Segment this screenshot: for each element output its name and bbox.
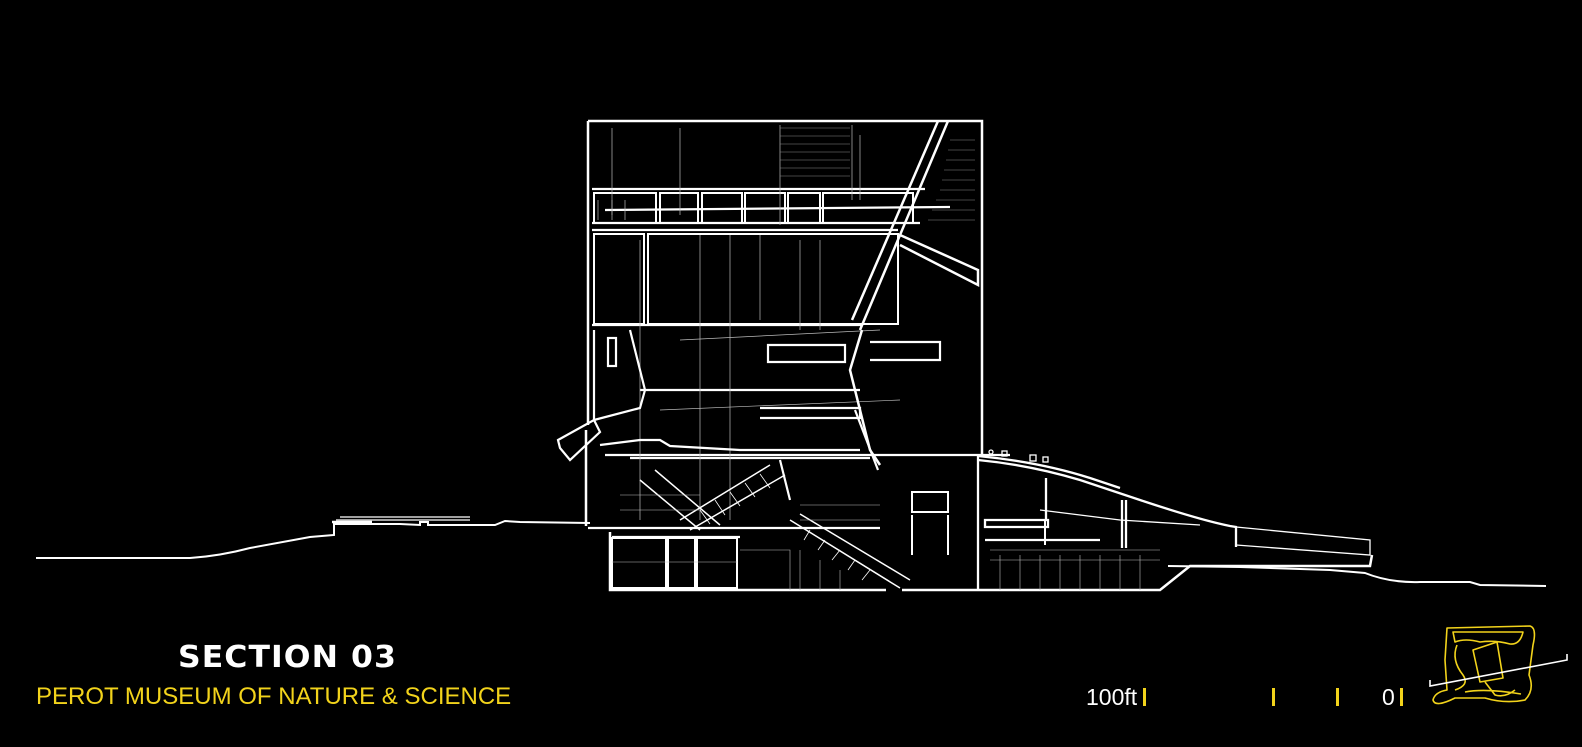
project-name: PEROT MUSEUM OF NATURE & SCIENCE [36, 683, 512, 710]
scale-tick [1143, 688, 1146, 706]
right-wing-roof [976, 454, 1238, 590]
lower-rooms [611, 491, 1046, 589]
mid-floor-volumes [556, 329, 942, 501]
upper-bays [593, 192, 914, 325]
terrace-rails [332, 516, 470, 524]
escalators [639, 464, 911, 589]
slanted-atrium [848, 120, 980, 466]
escalator-steps [699, 473, 871, 581]
scale-start-label: 100ft [1086, 684, 1138, 710]
lower-grid [612, 494, 1160, 590]
scale-tick [1400, 688, 1403, 706]
scale-tick [1272, 688, 1275, 706]
site-key-plan-icon [1429, 625, 1568, 705]
stair-hatch [780, 127, 975, 221]
cantilever-canopy [1039, 509, 1371, 556]
grid-lines [597, 125, 901, 520]
ground-line [36, 519, 1547, 587]
section-title: SECTION 03 [178, 640, 397, 675]
scale-tick [1336, 688, 1339, 706]
roof-skylights [988, 449, 1049, 463]
scale-end-label: 0 [1382, 684, 1395, 710]
tower-outline [584, 119, 1374, 592]
